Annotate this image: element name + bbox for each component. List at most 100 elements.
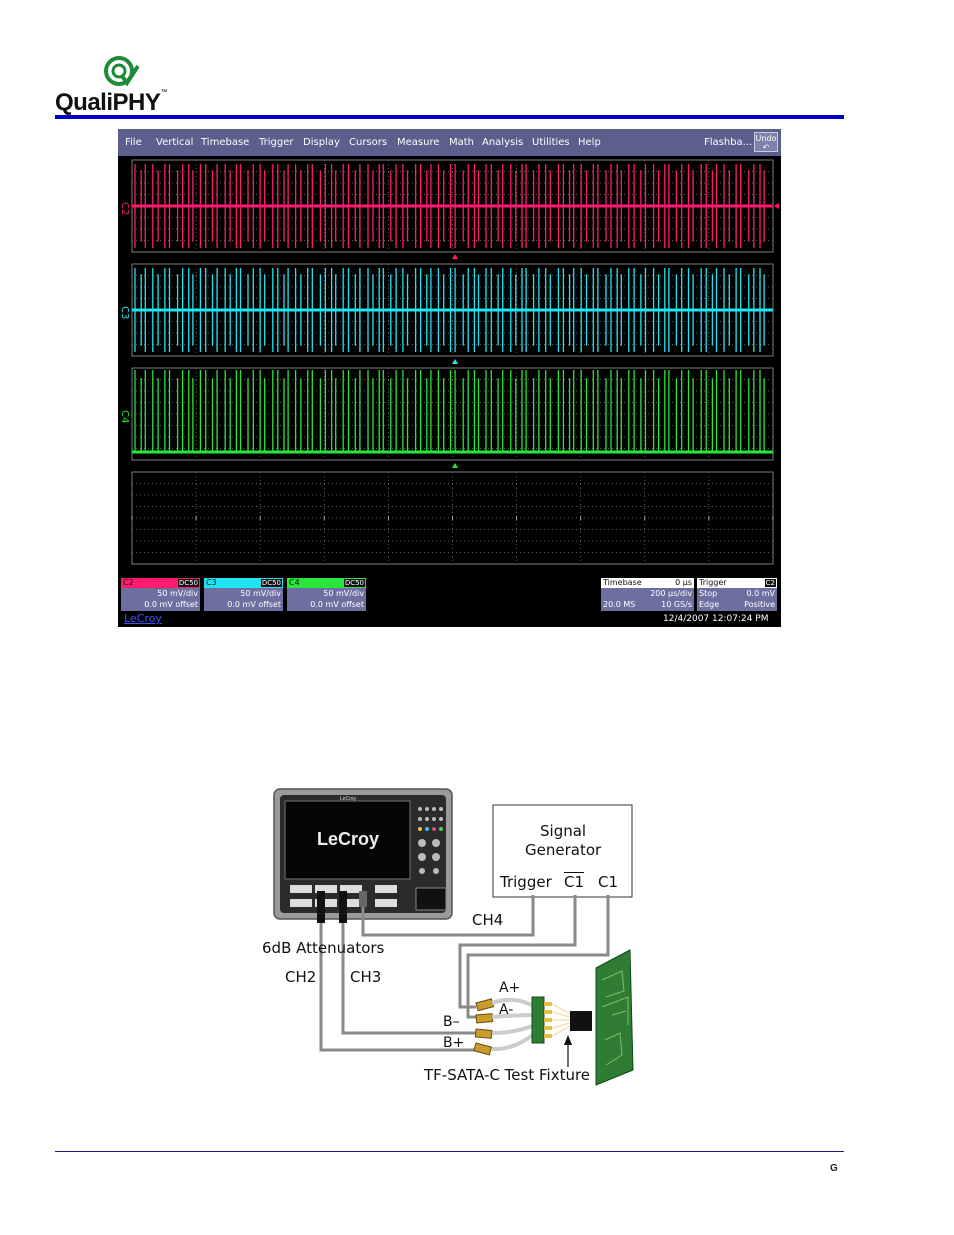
trigger-tile-body: Stop 0.0 mV Edge Positive: [697, 588, 777, 611]
scope-input-3: [340, 885, 362, 893]
lecroy-link[interactable]: LeCroy: [124, 612, 162, 625]
trigger-label: Trigger: [699, 578, 727, 587]
brand-wordmark: QualiPHY™: [55, 89, 167, 117]
menu-analysis[interactable]: Analysis: [482, 137, 524, 148]
c3-name: C3: [206, 578, 217, 587]
trace-label-c4: C4: [119, 410, 130, 423]
label-ch4: CH4: [472, 911, 504, 929]
label-fixture: TF-SATA-C Test Fixture: [424, 1066, 591, 1084]
menu-display[interactable]: Display: [303, 137, 340, 148]
scope-input-2: [315, 885, 337, 893]
trace-label-c2: C2: [119, 202, 130, 215]
generator-c1-bar-port: C1: [564, 873, 585, 891]
label-ch3: CH3: [350, 968, 382, 986]
c2-offset: 0.0 mV offset: [144, 600, 198, 609]
scope-screen-logo: LeCroy: [317, 829, 379, 849]
c2-trigger-marker: [452, 254, 458, 259]
scope-grids: C2 C3 C4: [119, 159, 779, 565]
c4-name: C4: [289, 578, 300, 587]
timebase-tile-body: 200 µs/div 20.0 MS 10 GS/s: [601, 588, 694, 611]
brand-trademark: ™: [160, 89, 167, 96]
scope-screen: [284, 800, 411, 880]
scope-datetime: 12/4/2007 12:07:24 PM: [663, 614, 769, 624]
header-rule: [55, 115, 844, 119]
label-attenuators: 6dB Attenuators: [262, 939, 385, 957]
menu-vertical[interactable]: Vertical: [156, 137, 194, 148]
generator-title-2: Generator: [525, 841, 602, 859]
undo-label: Undo: [755, 134, 777, 143]
menu-math[interactable]: Math: [449, 137, 475, 148]
c2-tile-body: 50 mV/div 0.0 mV offset: [121, 588, 200, 611]
page-mark: G: [830, 1163, 838, 1174]
c3-coupling: DC50: [260, 579, 282, 587]
c3-trigger-marker: [452, 359, 458, 364]
trigger-source: C2: [764, 579, 776, 587]
fixture-pads: [544, 1002, 552, 1038]
undo-icon: ↶: [762, 143, 770, 152]
channel-tile-c4[interactable]: C4 DC50 50 mV/div 0.0 mV offset: [287, 578, 366, 611]
trigger-slope: Positive: [744, 600, 775, 609]
c2-level-marker: [774, 203, 779, 209]
footer-rule: [55, 1151, 844, 1152]
fixture-board: [531, 996, 545, 1044]
timebase-div: 200 µs/div: [650, 589, 692, 598]
scope-side-panel: [415, 887, 447, 911]
menu-cursors[interactable]: Cursors: [349, 137, 388, 148]
connection-diagram: LeCroy LeCroy: [250, 785, 650, 1090]
label-ch2: CH2: [285, 968, 317, 986]
target-pcb: [595, 949, 634, 1086]
timebase-rate: 10 GS/s: [661, 600, 692, 609]
attenuator-ch2: [317, 891, 325, 923]
menu-trigger[interactable]: Trigger: [259, 137, 294, 148]
label-a-plus: A+: [499, 980, 521, 996]
scope-knobs: [418, 807, 443, 874]
generator-trigger-port: Trigger: [500, 873, 552, 891]
channel-tile-c2[interactable]: C2 DC50 50 mV/div 0.0 mV offset: [121, 578, 200, 611]
menu-flashback[interactable]: Flashba...: [704, 137, 753, 148]
undo-button[interactable]: Undo↶: [754, 132, 778, 152]
trigger-tile[interactable]: Trigger C2 Stop 0.0 mV Edge Positive: [697, 578, 777, 611]
scope-input-1: [290, 885, 312, 893]
c4-trigger-marker: [452, 463, 458, 468]
menu-help[interactable]: Help: [578, 137, 601, 148]
channel-tile-c3[interactable]: C3 DC50 50 mV/div 0.0 mV offset: [204, 578, 283, 611]
timebase-samples: 20.0 MS: [603, 600, 636, 609]
brand-name: QualiPHY: [55, 89, 161, 116]
timebase-tile-head: Timebase 0 µs: [601, 578, 694, 588]
timebase-label: Timebase: [603, 578, 642, 587]
label-a-minus: A-: [499, 1002, 514, 1018]
scope-input-6: [340, 899, 362, 907]
scope-top-logo: LeCroy: [340, 796, 357, 802]
menu-timebase[interactable]: Timebase: [201, 137, 250, 148]
logo-check-icon: [104, 56, 140, 87]
trace-label-c3: C3: [119, 306, 130, 319]
c3-tile-head: C3 DC50: [204, 578, 283, 588]
fixture-arrow-head: [564, 1035, 572, 1045]
c3-offset: 0.0 mV offset: [227, 600, 281, 609]
c2-name: C2: [123, 578, 134, 587]
timebase-tile[interactable]: Timebase 0 µs 200 µs/div 20.0 MS 10 GS/s: [601, 578, 694, 611]
c4-scale: 50 mV/div: [323, 589, 364, 598]
c4-offset: 0.0 mV offset: [310, 600, 364, 609]
c2-coupling: DC50: [177, 579, 199, 587]
generator-title-1: Signal: [540, 822, 587, 840]
trigger-type: Edge: [699, 600, 720, 609]
scope-input-8: [375, 899, 397, 907]
menu-measure[interactable]: Measure: [397, 137, 440, 148]
scope-menubar: File Vertical Timebase Trigger Display C…: [118, 129, 781, 156]
trace-layer: [132, 164, 773, 454]
scope-input-7: [375, 885, 397, 893]
label-b-minus: B–: [443, 1014, 460, 1030]
c3-tile-body: 50 mV/div 0.0 mV offset: [204, 588, 283, 611]
fixture-traces: [551, 1003, 571, 1037]
c2-tile-head: C2 DC50: [121, 578, 200, 588]
c4-tile-head: C4 DC50: [287, 578, 366, 588]
c4-tile-body: 50 mV/div 0.0 mV offset: [287, 588, 366, 611]
generator-c1-port: C1: [598, 873, 619, 891]
sma-connectors: [473, 998, 495, 1056]
menu-utilities[interactable]: Utilities: [532, 137, 570, 148]
qualiphy-logo: QualiPHY™: [55, 56, 225, 118]
attenuator-ch3: [339, 891, 347, 923]
label-b-plus: B+: [443, 1035, 465, 1051]
menu-file[interactable]: File: [125, 137, 142, 148]
